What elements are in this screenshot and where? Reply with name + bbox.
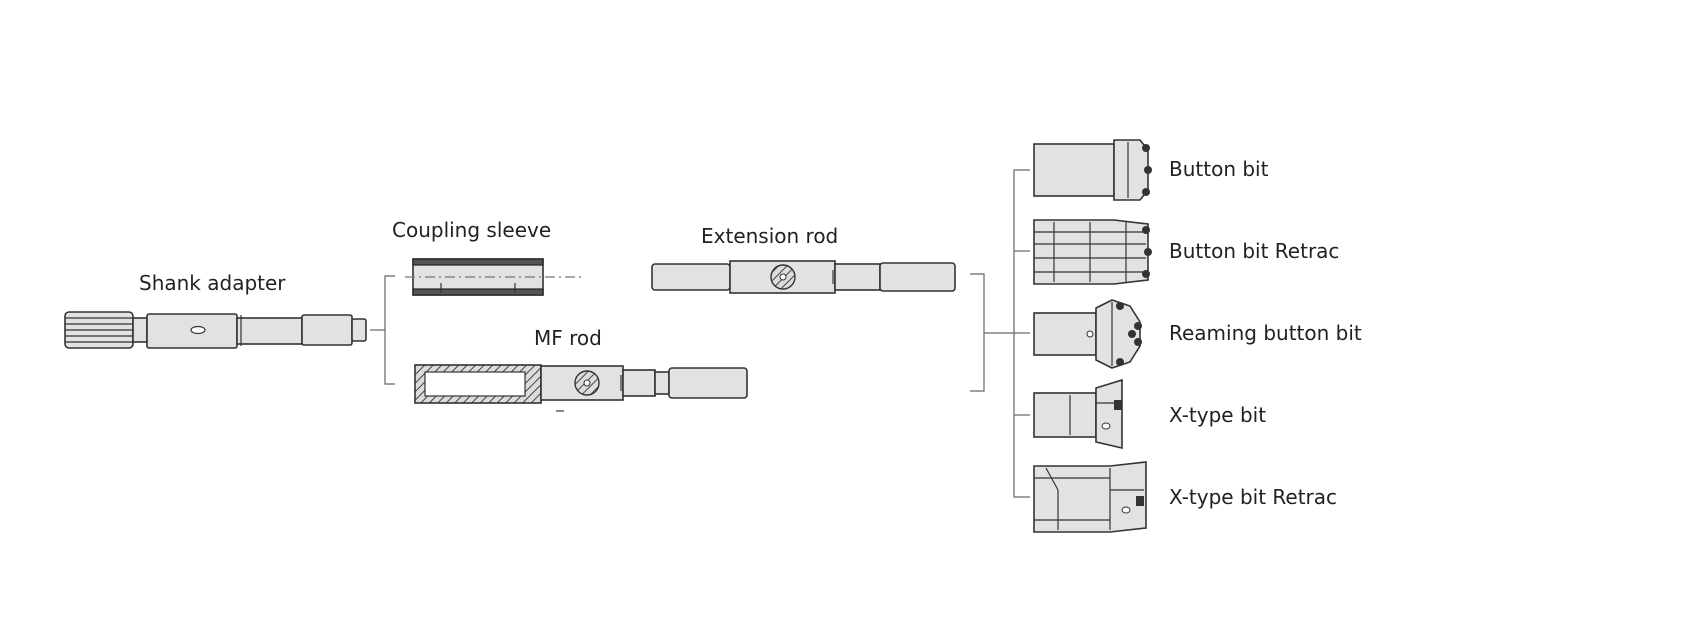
x-type-bit-label: X-type bit — [1169, 403, 1266, 427]
connector-rods-to-bits — [970, 169, 1030, 498]
shank-adapter-label: Shank adapter — [139, 271, 286, 295]
extension-rod-icon — [651, 260, 956, 294]
coupling-sleeve-icon — [405, 258, 585, 296]
button-bit-retrac-label: Button bit Retrac — [1169, 239, 1339, 263]
reaming-button-bit-icon — [1033, 299, 1142, 369]
reaming-button-bit-label: Reaming button bit — [1169, 321, 1362, 345]
x-type-bit-retrac-label: X-type bit Retrac — [1169, 485, 1337, 509]
button-bit-retrac-icon — [1033, 219, 1152, 285]
button-bit-label: Button bit — [1169, 157, 1269, 181]
button-bit-icon — [1033, 139, 1152, 201]
shank-adapter-icon — [64, 311, 367, 349]
extension-rod-label: Extension rod — [701, 224, 838, 248]
connector-shank-to-rods — [370, 275, 395, 385]
mf-rod-label: MF rod — [534, 326, 602, 350]
x-type-bit-icon — [1033, 378, 1123, 450]
mf-rod-icon — [414, 364, 748, 412]
x-type-bit-retrac-icon — [1033, 461, 1147, 533]
coupling-sleeve-label: Coupling sleeve — [392, 218, 551, 242]
